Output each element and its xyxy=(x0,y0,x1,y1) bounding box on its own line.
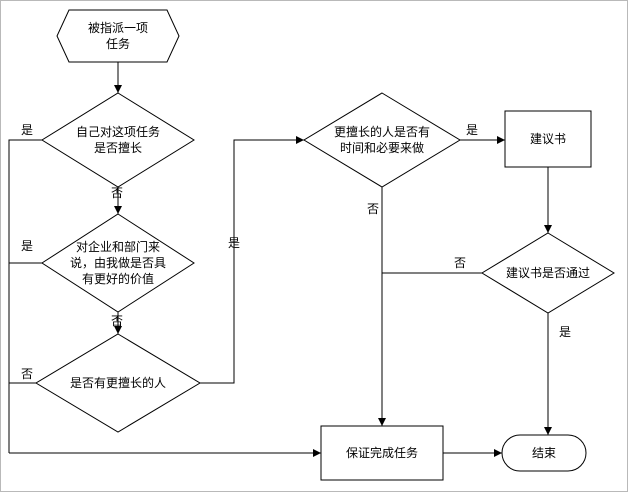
self-good-label-line-1: 自己对这项任务 xyxy=(75,125,160,139)
better-person-label: 是否有更擅长的人 xyxy=(53,375,183,391)
self-good-label-line-2: 是否擅长 xyxy=(93,141,142,155)
edge-label-proposal-no: 否 xyxy=(454,256,467,270)
edge-label-time-needed-yes: 是 xyxy=(466,123,479,137)
edge-label-self-good-yes: 是 xyxy=(21,123,34,137)
self-good-label: 自己对这项任务 是否擅长 xyxy=(56,124,180,156)
ensure-complete-label: 保证完成任务 xyxy=(321,445,443,461)
proposal-label-line-1: 建议书 xyxy=(529,132,566,146)
edge-label-proposal-yes: 是 xyxy=(559,325,572,339)
edge-self-good-yes xyxy=(8,139,42,453)
better-person-decision xyxy=(35,333,201,433)
more-value-label: 对企业和部门来 说，由我做是否具 有更好的价值 xyxy=(56,239,180,287)
end-label: 结束 xyxy=(502,445,586,461)
edge-label-time-needed-no: 否 xyxy=(367,202,380,216)
ensure-complete-box xyxy=(320,425,444,481)
better-person-label-line-1: 是否有更擅长的人 xyxy=(69,376,166,390)
more-value-label-line-2: 说，由我做是否具 xyxy=(69,256,166,270)
edge-label-more-value-no: 否 xyxy=(111,314,124,328)
proposal-passed-label-line-1: 建议书是否通过 xyxy=(505,266,590,280)
edge-better-person-yes xyxy=(200,136,304,384)
end-label-line-1: 结束 xyxy=(531,446,556,460)
more-value-label-line-1: 对企业和部门来 xyxy=(75,240,160,254)
edge-label-more-value-yes: 是 xyxy=(21,239,34,253)
time-needed-label-line-1: 更擅长的人是否有 xyxy=(333,125,430,139)
start-label-line-2: 任务 xyxy=(105,37,130,51)
more-value-label-line-3: 有更好的价值 xyxy=(81,272,154,286)
edge-label-self-good-no: 否 xyxy=(111,186,124,200)
proposal-label: 建议书 xyxy=(505,131,591,147)
start-label-line-1: 被指派一项 xyxy=(87,21,148,35)
ensure-complete-label-line-1: 保证完成任务 xyxy=(345,446,418,460)
start-hexagon xyxy=(56,9,180,63)
time-needed-label-line-2: 时间和必要来做 xyxy=(339,141,424,155)
proposal-passed-label: 建议书是否通过 xyxy=(488,265,608,281)
edge-label-better-person-yes: 是 xyxy=(228,236,241,250)
time-needed-label: 更擅长的人是否有 时间和必要来做 xyxy=(319,124,445,156)
edge-label-better-person-no: 否 xyxy=(21,367,34,381)
start-label: 被指派一项 任务 xyxy=(67,20,169,52)
